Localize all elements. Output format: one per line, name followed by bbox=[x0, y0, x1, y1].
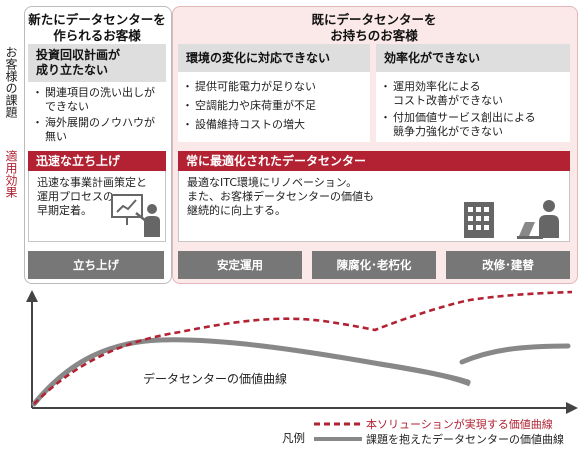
issue-efficiency-list: 運用効率化による コスト改善ができない 付加価値サービス創出による 競争力強化が… bbox=[376, 72, 570, 142]
solution-curve bbox=[33, 290, 573, 405]
legend-solution-label: 本ソリューションが実現する価値曲線 bbox=[366, 418, 553, 431]
issue-investment-list: 関連項目の洗い出しが できない 海外展開のノウハウが 無い bbox=[28, 82, 166, 144]
issue-investment-title: 投資回収計画が 成り立たない bbox=[28, 44, 166, 82]
problem-dc-curve-decline bbox=[379, 361, 471, 387]
value-curve-graph bbox=[26, 290, 578, 441]
issue-environment-title: 環境の変化に対応できない bbox=[178, 44, 370, 72]
value-curve-label: データセンターの価値曲線 bbox=[143, 372, 288, 386]
presenter-icon bbox=[111, 194, 160, 237]
stage-stable-operation: 安定運用 bbox=[178, 251, 302, 279]
issue-item: 関連項目の洗い出しが できない bbox=[32, 86, 160, 114]
existing-dc-customer-header: 既にデータセンターを お持ちのお客様 bbox=[311, 12, 437, 43]
legend-problem-label: 課題を抱えたデータセンターの価値曲線 bbox=[366, 433, 564, 446]
problem-dc-curve-renewal bbox=[459, 343, 571, 365]
issue-item: 提供可能電力が足りない bbox=[182, 80, 364, 94]
person-laptop-icon bbox=[517, 200, 559, 239]
issue-item: 運用効率化による コスト改善ができない bbox=[380, 80, 564, 108]
effect-rapid-launch-body: 迅速な事業計画策定と 運用プロセスの 早期定着。 bbox=[28, 171, 166, 242]
effect-optimized-dc-body: 最適なITC環境にリノベーション。 また、お客様データセンターの価値も 継続的に… bbox=[178, 171, 570, 242]
customer-issues-label: お客様の課題 bbox=[4, 46, 18, 118]
stage-launch: 立ち上げ bbox=[28, 251, 164, 279]
issue-item: 海外展開のノウハウが 無い bbox=[32, 116, 160, 144]
building-icon bbox=[464, 202, 494, 238]
stage-obsolescence: 陳腐化･老朽化 bbox=[312, 251, 436, 279]
issue-item: 付加価値サービス創出による 競争力強化ができない bbox=[380, 111, 564, 139]
legend-title: 凡例 bbox=[282, 431, 305, 445]
effect-rapid-launch-title: 迅速な立ち上げ bbox=[28, 151, 166, 171]
issue-environment-list: 提供可能電力が足りない 空調能力や床荷重が不足 設備維持コストの増大 bbox=[178, 72, 370, 142]
issue-item: 空調能力や床荷重が不足 bbox=[182, 99, 364, 113]
effect-rapid-launch-text: 迅速な事業計画策定と 運用プロセスの 早期定着。 bbox=[37, 176, 147, 217]
applied-effect-label: 適用効果 bbox=[4, 150, 18, 198]
issue-item: 設備維持コストの増大 bbox=[182, 118, 364, 132]
new-dc-customer-header: 新たにデータセンターを 作られるお客様 bbox=[28, 12, 166, 43]
effect-optimized-dc-title: 常に最適化されたデータセンター bbox=[178, 151, 570, 171]
issue-efficiency-title: 効率化ができない bbox=[376, 44, 570, 72]
stage-renovation: 改修･建替 bbox=[446, 251, 570, 279]
effect-optimized-dc-text: 最適なITC環境にリノベーション。 また、お客様データセンターの価値も 継続的に… bbox=[187, 176, 374, 217]
